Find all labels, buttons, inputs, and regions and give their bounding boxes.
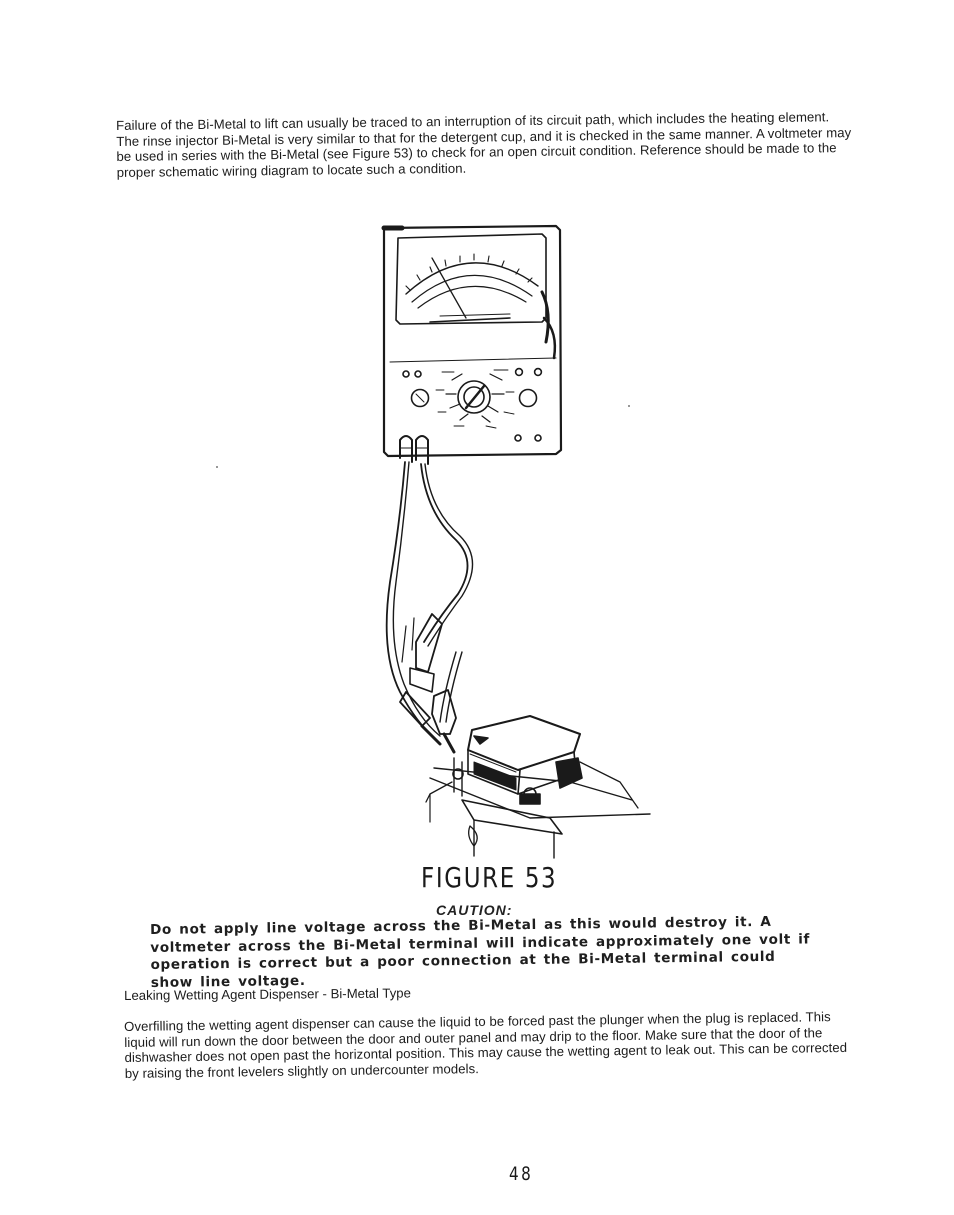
leaking-paragraph: Overfilling the wetting agent dispenser …: [124, 1009, 848, 1081]
figure-caption: FIGURE 53: [421, 861, 558, 894]
intro-paragraph: Failure of the Bi-Metal to lift can usua…: [116, 109, 852, 180]
caution-text: Do not apply line voltage across the Bi-…: [150, 913, 811, 991]
bi-metal-assembly: [425, 715, 651, 859]
test-leads: [385, 461, 474, 741]
caution-heading: CAUTION:: [436, 902, 513, 918]
section-heading: Leaking Wetting Agent Dispenser - Bi-Met…: [124, 985, 411, 1003]
test-lead-plugs: [399, 435, 429, 465]
alligator-clips: [399, 613, 457, 754]
voltmeter-body: [381, 224, 563, 458]
voltmeter-illustration: [381, 224, 651, 859]
scan-speck: [628, 405, 630, 407]
scan-speck: [216, 466, 218, 468]
page-number: 48: [509, 1163, 534, 1185]
